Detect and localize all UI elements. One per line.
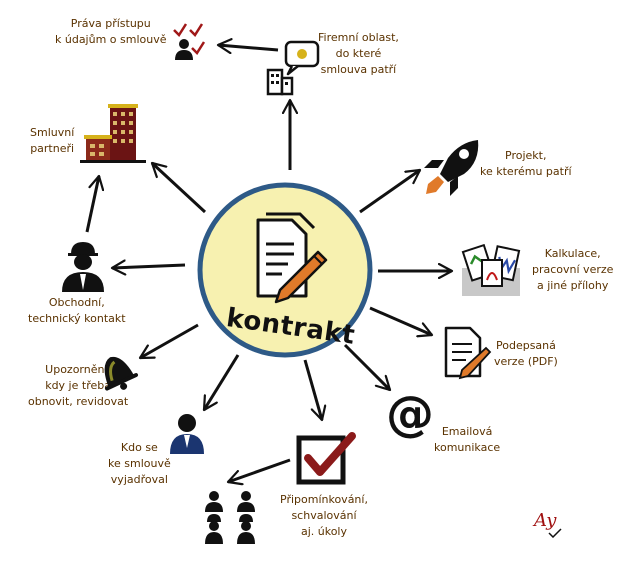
arrow-to-project: [359, 168, 420, 214]
worker-helmet-icon: [62, 242, 104, 292]
arrow-to-contact: [112, 265, 186, 268]
label-line: verze (PDF): [494, 355, 558, 368]
label-line: aj. úkoly: [300, 525, 347, 538]
signed-document-icon: [444, 326, 492, 380]
label-line: Firemní oblast,: [318, 31, 399, 44]
label-line: komunikace: [434, 441, 501, 454]
label-line: Kalkulace,: [544, 247, 601, 260]
label-line: smlouva patří: [320, 63, 397, 76]
label-line: Podepsaná: [495, 339, 556, 352]
label-access-rights: Práva přístupu k údajům o smlouvě: [55, 16, 167, 48]
label-line: Upozornění,: [45, 363, 112, 376]
label-signed: Podepsaná verze (PDF): [494, 338, 558, 370]
label-line: ke smlouvě: [108, 457, 171, 470]
person-icon: [170, 414, 204, 454]
logo-check-icon: [548, 528, 562, 538]
arrow-to-approval: [303, 359, 322, 420]
users-checkmarks-icon: [173, 23, 206, 60]
label-line: technický kontakt: [28, 312, 126, 325]
label-approval: Připomínkování, schvalování aj. úkoly: [280, 492, 368, 540]
office-buildings-icon: [80, 104, 146, 163]
label-company-area: Firemní oblast, do které smlouva patří: [318, 30, 399, 78]
team-people-icon: [205, 491, 255, 544]
label-line: partneři: [30, 142, 75, 155]
label-commenters: Kdo se ke smlouvě vyjadřoval: [108, 440, 171, 488]
label-line: Kdo se: [120, 441, 158, 454]
label-line: Obchodní,: [48, 296, 105, 309]
label-line: obnovit, revidovat: [28, 395, 129, 408]
label-notice: Upozornění, kdy je třeba obnovit, revido…: [28, 362, 128, 410]
bell-icon: [104, 356, 138, 391]
label-line: ke kterému patří: [480, 165, 572, 178]
label-line: Smluvní: [30, 126, 75, 139]
arrow-to-notice: [140, 323, 199, 360]
label-email: Emailová komunikace: [434, 424, 500, 456]
arrow-to-email: [343, 343, 390, 390]
label-project: Projekt, ke kterému patří: [480, 148, 572, 180]
arrow-to-signed: [369, 306, 432, 335]
label-line: a jiné přílohy: [536, 279, 609, 292]
label-line: vyjadřoval: [110, 473, 168, 486]
arrow-to-partners-top: [152, 161, 207, 214]
label-calculation: Kalkulace, pracovní verze a jiné přílohy: [532, 246, 613, 294]
label-line: Projekt,: [505, 149, 547, 162]
checkbox-check-icon: [296, 432, 356, 485]
label-line: kdy je třeba: [45, 379, 111, 392]
logo: Ay: [534, 510, 557, 531]
label-line: do které: [335, 47, 382, 60]
rocket-icon: [424, 140, 479, 196]
label-line: k údajům o smlouvě: [55, 33, 167, 46]
label-line: Připomínkování,: [280, 493, 368, 506]
building-speech-bubble-icon: [266, 40, 320, 96]
label-line: schvalování: [291, 509, 357, 522]
at-sign-icon: @: [386, 386, 434, 442]
arrow-contact-to-partners: [85, 176, 99, 233]
label-line: Emailová: [441, 425, 493, 438]
label-partners: Smluvní partneři: [30, 125, 74, 157]
arrow-to-access-rights: [218, 45, 279, 50]
arrow-approval-to-people: [228, 458, 291, 482]
contract-document-icon: [256, 212, 328, 304]
arrow-to-commenters: [202, 354, 240, 410]
document-files-icon: [461, 244, 521, 296]
label-contact: Obchodní, technický kontakt: [28, 295, 126, 327]
label-line: pracovní verze: [532, 263, 614, 276]
label-line: Práva přístupu: [70, 17, 151, 30]
